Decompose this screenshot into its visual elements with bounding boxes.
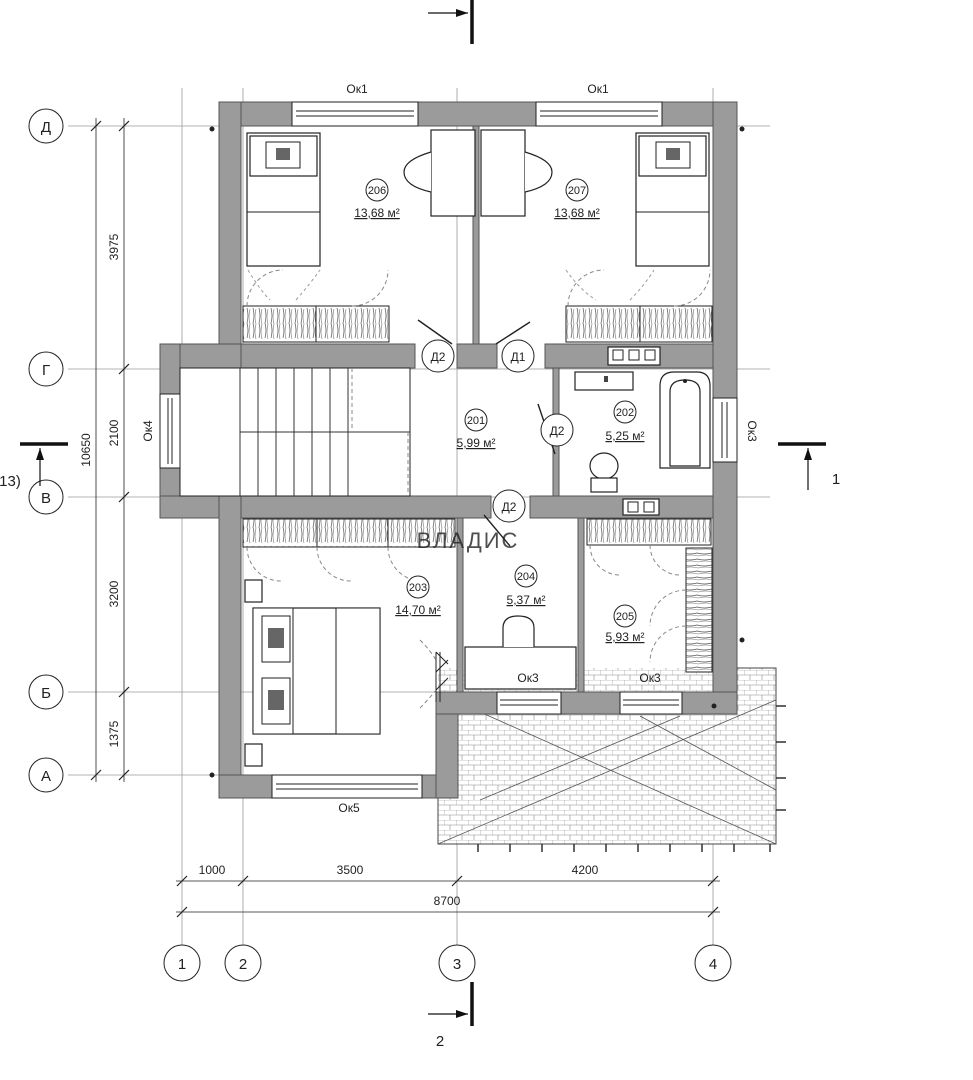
room-207: 207 13,68 м² — [554, 178, 600, 220]
room-labels: 206 13,68 м² 207 13,68 м² 201 5,99 м² 20… — [354, 178, 645, 644]
window-label: Ок1 — [346, 82, 368, 96]
dim-label: 1000 — [199, 863, 226, 877]
room-203: 203 14,70 м² — [395, 575, 441, 617]
room-number: 207 — [568, 185, 586, 197]
axis-letters: Д Г В Б А — [28, 108, 64, 793]
room-202: 202 5,25 м² — [606, 400, 645, 443]
section-label: 2 — [436, 1033, 444, 1050]
window-labels: Ок1 Ок1 Ок4 Ок3 Ок3 Ок3 Ок5 — [141, 82, 759, 815]
dim-label: 3975 — [107, 233, 121, 260]
dim-label: 2100 — [107, 419, 121, 446]
walls — [159, 101, 745, 799]
axis-number: 1 — [178, 956, 186, 973]
room-area: 13,68 м² — [354, 206, 400, 220]
staircase — [179, 367, 411, 497]
window-label: Ок3 — [639, 671, 661, 685]
room-201: 201 5,99 м² — [457, 408, 496, 450]
axis-number: 2 — [239, 956, 247, 973]
axis-number: 3 — [453, 956, 461, 973]
bottom-dimensions: 1000 3500 4200 8700 — [176, 863, 720, 918]
axis-letter: Б — [41, 685, 51, 702]
door-labels: Д2 Д1 Д2 Д2 — [421, 339, 574, 523]
window-label: Ок4 — [141, 420, 155, 442]
section-label: 1 — [832, 471, 840, 488]
furniture — [242, 129, 713, 767]
room-204: 204 5,37 м² — [507, 564, 546, 607]
window-label: Ок5 — [338, 801, 360, 815]
room-number: 204 — [517, 571, 535, 583]
dim-label: 4200 — [572, 863, 599, 877]
room-area: 5,25 м² — [606, 429, 645, 443]
room-area: 5,37 м² — [507, 593, 546, 607]
dim-label: 10650 — [79, 433, 93, 467]
axis-letter: В — [41, 490, 51, 507]
section-label: 13) — [0, 473, 21, 490]
axis-letter: А — [41, 768, 51, 785]
room-205: 205 5,93 м² — [606, 604, 645, 644]
room-area: 5,99 м² — [457, 436, 496, 450]
window-label: Ок1 — [587, 82, 609, 96]
axis-numbers: 1 2 3 4 — [163, 944, 732, 982]
door-label: Д2 — [431, 350, 446, 364]
left-dimensions: 3975 2100 3200 1375 10650 — [79, 118, 130, 782]
axis-letter: Г — [42, 362, 50, 379]
room-number: 203 — [409, 582, 427, 594]
room-area: 13,68 м² — [554, 206, 600, 220]
section-marks: 2 13) 1 — [0, 0, 840, 1050]
window-label: Ок3 — [517, 671, 539, 685]
dim-label: 8700 — [434, 894, 461, 908]
room-area: 5,93 м² — [606, 630, 645, 644]
watermark: ВЛАДИС — [417, 528, 520, 553]
door-label: Д1 — [511, 350, 526, 364]
dim-label: 3500 — [337, 863, 364, 877]
room-number: 205 — [616, 611, 634, 623]
room-area: 14,70 м² — [395, 603, 441, 617]
room-206: 206 13,68 м² — [354, 178, 400, 220]
door-label: Д2 — [550, 424, 565, 438]
door-label: Д2 — [502, 500, 517, 514]
axis-letter: Д — [41, 119, 51, 136]
window-label: Ок3 — [745, 420, 759, 442]
room-number: 202 — [616, 407, 634, 419]
axis-number: 4 — [709, 956, 717, 973]
dim-label: 3200 — [107, 580, 121, 607]
room-number: 206 — [368, 185, 386, 197]
room-number: 201 — [467, 415, 485, 427]
dim-label: 1375 — [107, 720, 121, 747]
